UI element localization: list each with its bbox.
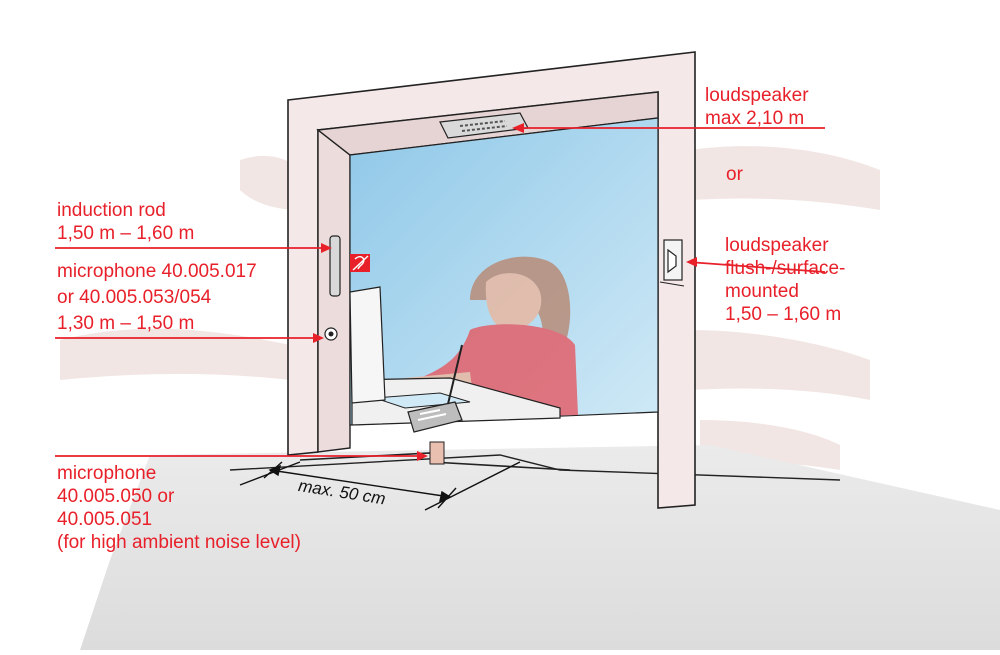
label-induction-rod: induction rod 1,50 m – 1,60 m [57, 199, 194, 245]
monitor [349, 286, 386, 404]
label-line: 40.005.051 [57, 509, 153, 530]
label-line: loudspeaker [725, 235, 829, 256]
counter-microphone-icon [407, 344, 463, 433]
hearing-loop-sign-icon [350, 254, 370, 272]
label-loudspeaker-ceiling: loudspeaker max 2,10 m [705, 84, 809, 130]
label-line: or 40.005.053/054 [57, 287, 212, 308]
label-line: (for high ambient noise level) [57, 532, 301, 553]
counter-desk [351, 377, 561, 426]
label-or: or [726, 163, 743, 186]
wall-loudspeaker-icon [659, 239, 685, 287]
leader-lines [55, 127, 826, 457]
label-line: 1,50 – 1,60 m [725, 304, 842, 325]
label-line: 1,50 m – 1,60 m [57, 223, 195, 244]
floor-microphone-icon [429, 441, 445, 465]
label-microphone-floor: microphone 40.005.050 or 40.005.051 (for… [57, 462, 301, 554]
floor [80, 445, 1000, 650]
label-line: induction rod [57, 200, 166, 221]
label-line: or [726, 164, 743, 185]
floor-recess [229, 454, 841, 481]
induction-rod-icon [329, 235, 341, 297]
label-microphone-wall: microphone 40.005.017 or 40.005.053/054 … [57, 259, 257, 337]
label-line: 40.005.050 or [57, 486, 175, 507]
label-loudspeaker-wall: loudspeaker flush-/surface- mounted 1,50… [725, 234, 845, 326]
ceiling-loudspeaker-icon [439, 112, 529, 139]
label-line: microphone [57, 463, 157, 484]
leader-arrowheads [313, 123, 697, 461]
wall-texture [60, 146, 880, 470]
label-line: mounted [725, 281, 799, 302]
dimension-line [239, 461, 521, 511]
label-line: 1,30 m – 1,50 m [57, 313, 195, 334]
label-line: loudspeaker [705, 85, 809, 106]
label-line: flush-/surface- [725, 258, 846, 279]
label-line: max 2,10 m [705, 108, 805, 129]
wall-microphone-icon [324, 327, 338, 341]
label-line: microphone 40.005.017 [57, 261, 257, 282]
